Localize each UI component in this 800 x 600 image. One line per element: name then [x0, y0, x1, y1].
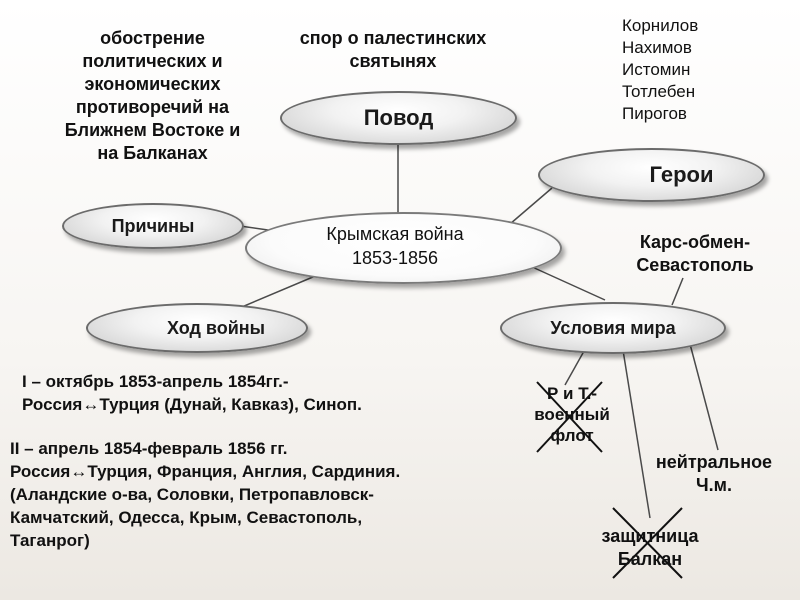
cross-balkans-b	[612, 507, 683, 579]
node-usloviya: Условия мира	[500, 302, 726, 354]
line-kars	[671, 277, 684, 306]
stage2-line: Россия↔Турция, Франция, Англия, Сардиния…	[10, 462, 401, 481]
hero-name: Корнилов	[622, 16, 699, 35]
fleet-line: флот	[550, 426, 594, 445]
node-hod-label: Ход войны	[166, 317, 266, 338]
hero-name: Пирогов	[622, 104, 687, 123]
node-povod-label: Повод	[363, 105, 434, 130]
line-balkans	[621, 343, 651, 519]
fleet-line: Р и Т.-	[546, 384, 598, 403]
node-povod: Повод	[280, 91, 517, 145]
node-geroi-label: Герои	[649, 162, 714, 187]
stage1-line: I – октябрь 1853-апрель 1854гг.-	[22, 372, 289, 391]
node-center	[245, 212, 562, 284]
causes-line: политических и	[82, 51, 223, 71]
hero-name: Нахимов	[622, 38, 692, 57]
stage1-text: I – октябрь 1853-апрель 1854гг.- Россия↔…	[22, 370, 362, 416]
kars-text: Карс-обмен- Севастополь	[615, 231, 775, 277]
neutral-line: нейтральное	[655, 452, 773, 472]
causes-line: на Балканах	[97, 143, 208, 163]
line-neutral	[689, 343, 719, 451]
balkans-line: Балкан	[617, 549, 683, 569]
node-prichiny-label: Причины	[111, 215, 195, 236]
center-years: 1853-1856	[351, 248, 439, 268]
hero-name: Тотлебен	[622, 82, 696, 101]
heroes-list: Корнилов Нахимов Истомин Тотлебен Пирого…	[622, 15, 698, 125]
causes-line: противоречий на	[75, 97, 230, 117]
stage2-line: (Аландские о-ва, Соловки, Петропавловск-	[10, 485, 374, 504]
causes-text: обострение политических и экономических …	[35, 27, 270, 165]
balkans-line: защитница	[601, 526, 699, 546]
node-usloviya-label: Условия мира	[550, 317, 676, 338]
pretext-text: спор о палестинских святынях	[268, 27, 518, 73]
node-geroi: Герои	[538, 148, 765, 202]
hero-name: Истомин	[622, 60, 691, 79]
fleet-text: Р и Т.- военный флот	[512, 383, 632, 446]
stage2-line: II – апрель 1854-февраль 1856 гг.	[10, 439, 288, 458]
cross-fleet-b	[536, 381, 603, 453]
causes-line: обострение	[100, 28, 205, 48]
pretext-line: спор о палестинских	[299, 28, 487, 48]
stage1-line: Россия↔Турция (Дунай, Кавказ), Синоп.	[22, 395, 362, 414]
kars-line: Севастополь	[636, 255, 754, 275]
neutral-line: Ч.м.	[696, 475, 732, 495]
line-center-prichiny	[239, 225, 269, 231]
center-title: Крымская война	[326, 224, 464, 244]
balkans-text: защитница Балкан	[585, 525, 715, 571]
causes-line: Ближнем Востоке и	[64, 120, 241, 140]
node-hod: Ход войны	[86, 303, 308, 353]
stage2-line: Таганрог)	[10, 531, 90, 550]
pretext-line: святынях	[349, 51, 437, 71]
stage2-line: Камчатский, Одесса, Крым, Севастополь,	[10, 508, 363, 527]
center-label: Крымская война 1853-1856	[245, 222, 545, 270]
kars-line: Карс-обмен-	[639, 232, 751, 252]
stage2-text: II – апрель 1854-февраль 1856 гг. Россия…	[10, 437, 400, 552]
line-center-geroi	[509, 187, 553, 225]
causes-line: экономических	[84, 74, 221, 94]
neutral-text: нейтральное Ч.м.	[636, 451, 792, 497]
line-center-usloviya	[529, 265, 606, 301]
fleet-line: военный	[534, 405, 610, 424]
node-prichiny: Причины	[62, 203, 244, 249]
